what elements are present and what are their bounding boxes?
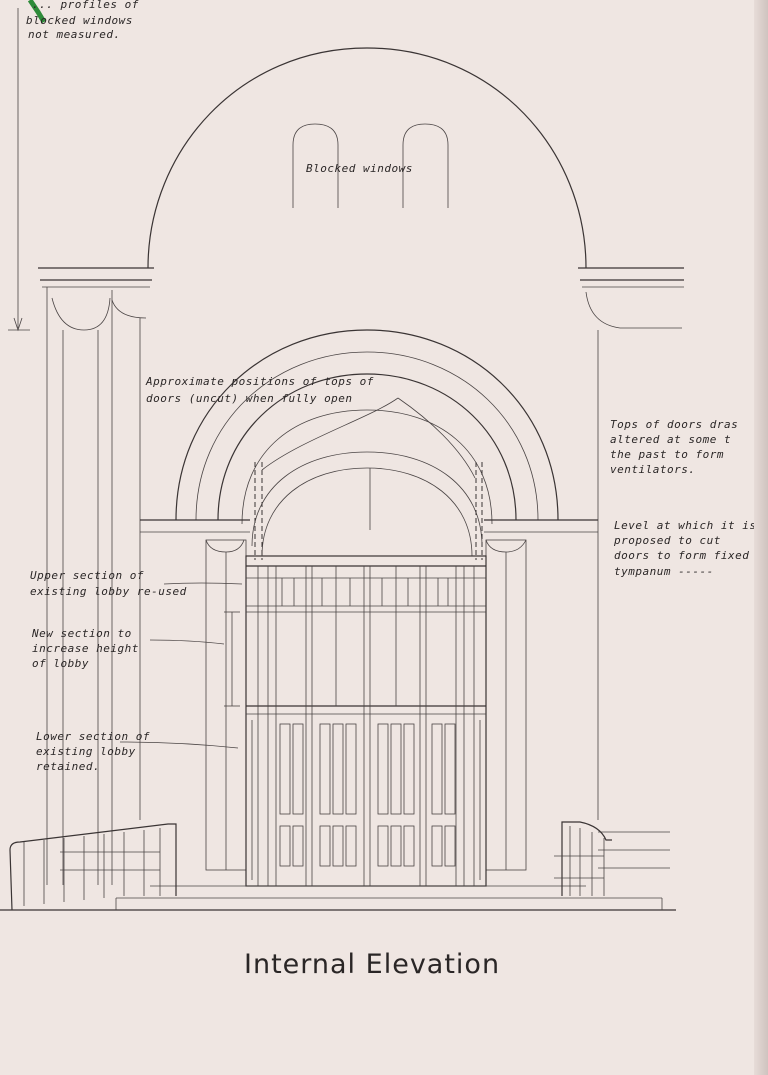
note-approximate-positions: Approximate positions of tops of doors (… xyxy=(145,375,374,405)
svg-text:of lobby: of lobby xyxy=(32,657,89,670)
door-open-positions xyxy=(254,397,483,560)
left-handrail xyxy=(9,823,177,911)
impost-band xyxy=(140,519,598,533)
left-pilaster xyxy=(38,267,154,885)
svg-text:Upper section of: Upper section of xyxy=(30,569,144,582)
svg-text:ventilators.: ventilators. xyxy=(610,463,695,476)
svg-text:retained.: retained. xyxy=(36,760,100,773)
svg-text:tympanum -----: tympanum ----- xyxy=(614,565,714,578)
svg-text:New section to: New section to xyxy=(31,627,132,640)
svg-text:the past to form: the past to form xyxy=(610,448,724,461)
svg-text:doors (uncut) when fully open: doors (uncut) when fully open xyxy=(146,392,353,405)
svg-text:increase height: increase height xyxy=(32,642,139,655)
note-lower-section: Lower section of existing lobby retained… xyxy=(36,730,150,773)
right-pilaster xyxy=(578,267,684,820)
drawing-title: Internal Elevation xyxy=(244,949,500,980)
blocked-windows: Blocked windows xyxy=(292,123,449,208)
right-handrail xyxy=(554,821,612,896)
dimension-line xyxy=(8,8,30,332)
svg-text:... profiles of: ... profiles of xyxy=(32,0,139,11)
note-new-section: New section to increase height of lobby xyxy=(31,627,139,670)
svg-text:proposed to cut: proposed to cut xyxy=(613,534,721,547)
note-upper-section: Upper section of existing lobby re-used xyxy=(30,569,187,598)
svg-text:Approximate positions of tops: Approximate positions of tops of xyxy=(145,375,374,388)
svg-text:doors to form fixed: doors to form fixed xyxy=(614,549,749,562)
green-pen-mark xyxy=(27,0,47,24)
door-panels xyxy=(251,720,481,880)
door-jambs xyxy=(205,539,527,871)
page-edge-shadow xyxy=(754,0,768,1075)
doorway-arches xyxy=(175,329,559,557)
svg-text:Lower section of: Lower section of xyxy=(36,730,150,743)
lobby-screen xyxy=(245,555,487,887)
note-tympanum-level: Level at which it is proposed to cut doo… xyxy=(613,519,756,578)
svg-text:Tops of doors dras: Tops of doors dras xyxy=(610,418,738,431)
svg-text:blocked windows: blocked windows xyxy=(26,14,133,27)
leader-lines xyxy=(119,582,243,749)
floor-and-steps xyxy=(0,831,676,911)
svg-text:Blocked windows: Blocked windows xyxy=(306,162,413,175)
upper-dome-arch xyxy=(147,47,587,269)
note-tops-of-doors: Tops of doors dras altered at some t the… xyxy=(610,418,738,476)
height-dimension xyxy=(224,611,240,707)
svg-text:altered at some t: altered at some t xyxy=(610,433,731,446)
svg-text:existing lobby: existing lobby xyxy=(36,745,136,758)
svg-text:Level at which it is: Level at which it is xyxy=(614,519,756,532)
svg-text:not measured.: not measured. xyxy=(28,28,121,41)
note-unmeasured: ... profiles of blocked windows not meas… xyxy=(26,0,139,41)
svg-text:existing lobby re-used: existing lobby re-used xyxy=(30,585,187,598)
